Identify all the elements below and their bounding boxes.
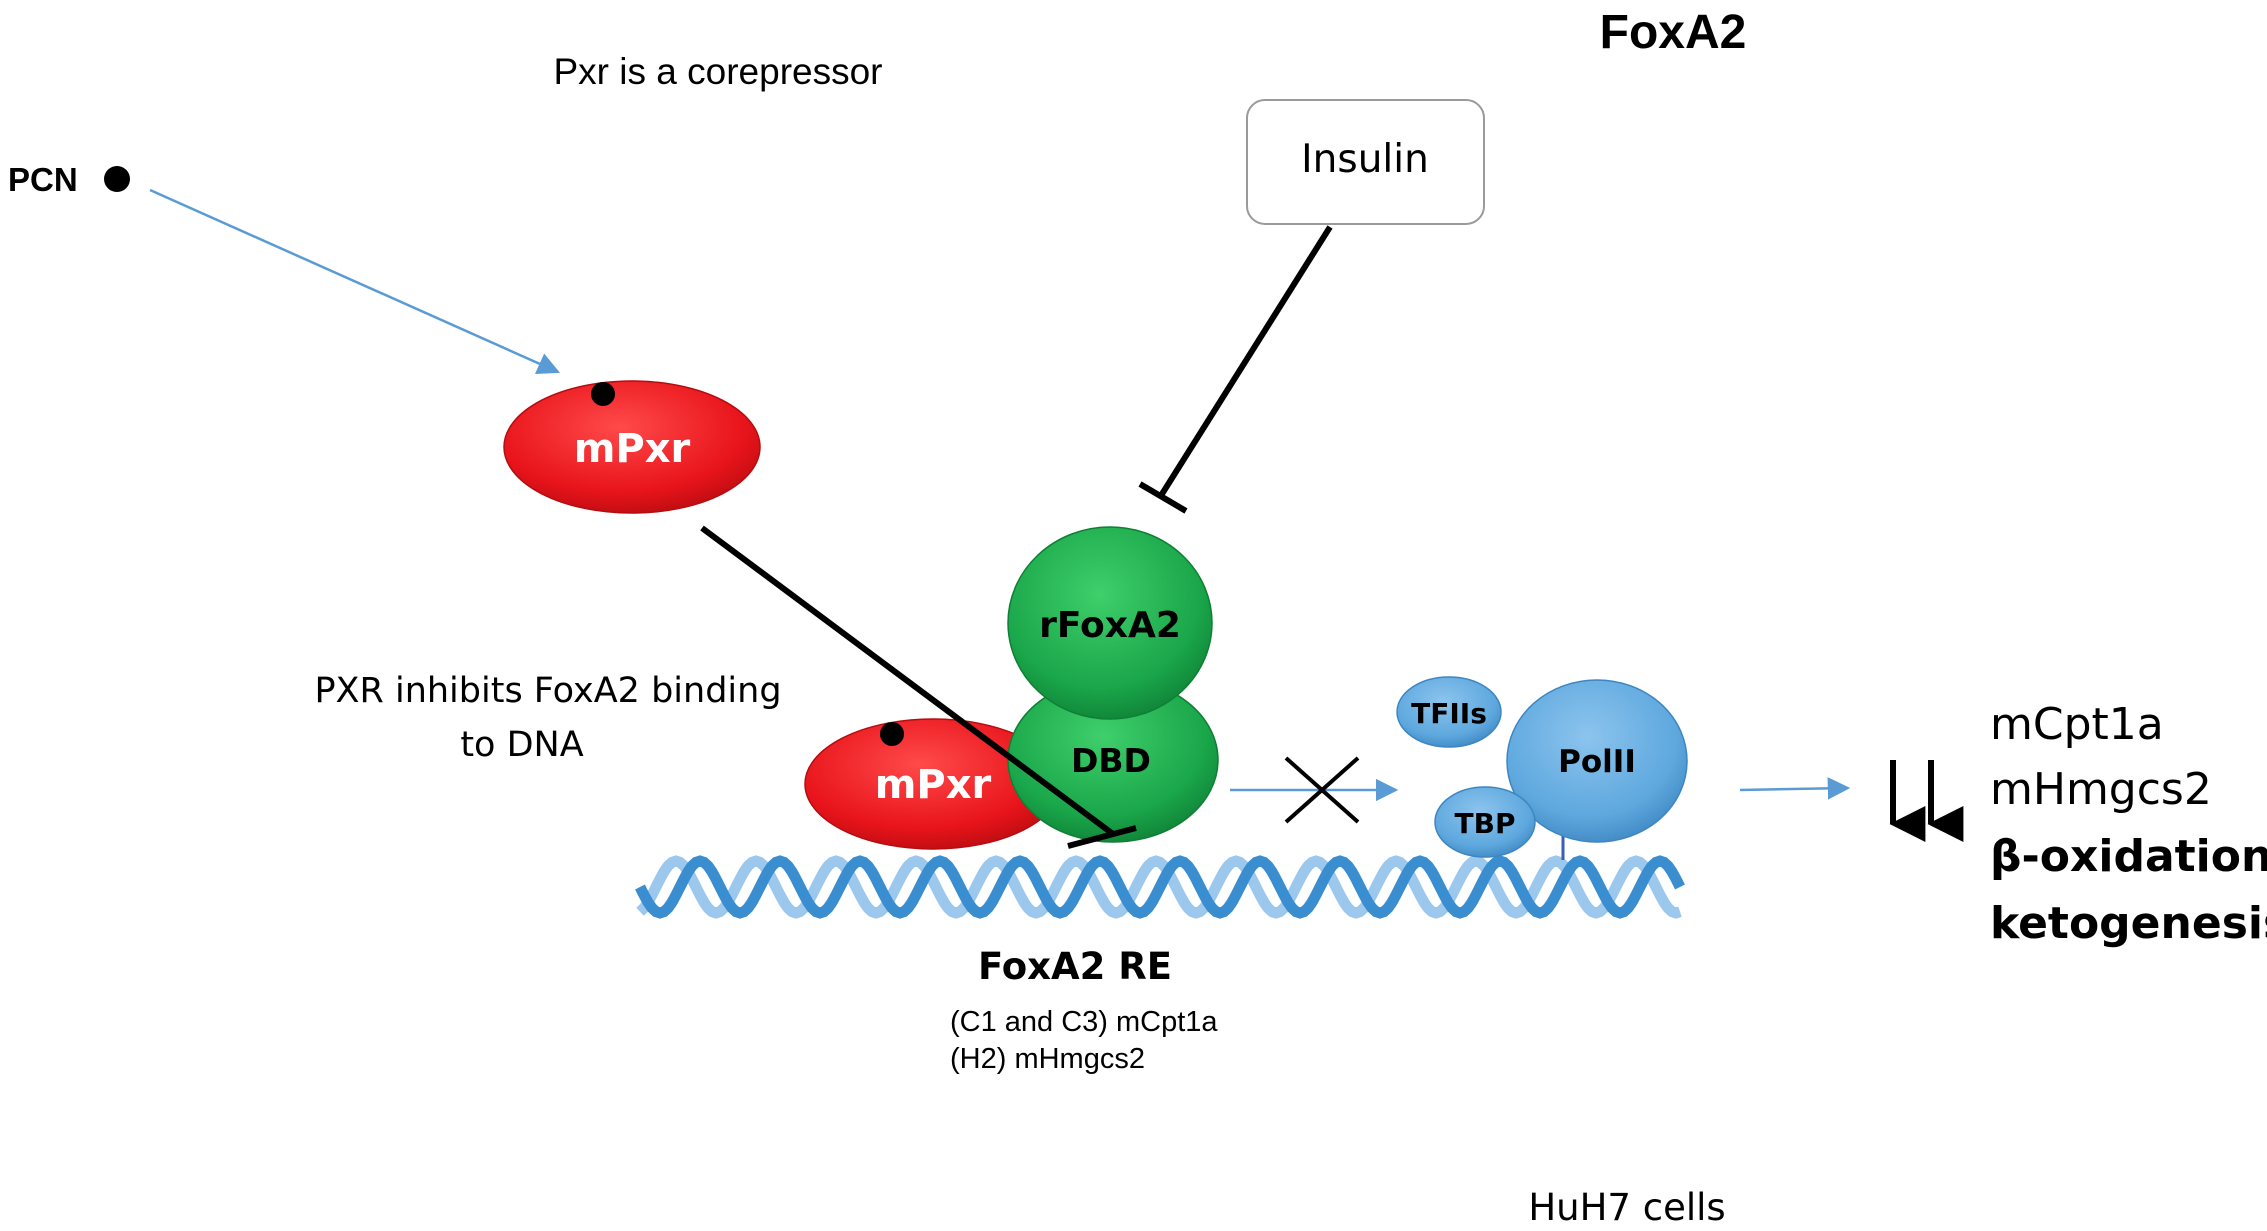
tbp-ellipse [1434,786,1536,858]
mpxr-free-label: mPxr [574,426,691,472]
outcome-mhmgcs2: mHmgcs2 [1990,764,2212,815]
block-x-icon-stroke2 [1284,756,1360,824]
response-element-line1: (C1 and C3) mCpt1a [950,1006,1218,1038]
cell-line-label: HuH7 cells [1528,1186,1725,1229]
dbd-label: DBD [1071,741,1151,780]
polii-ellipse [1506,679,1688,843]
insulin-inhibition-bar [1138,481,1188,514]
outcome-beta-oxidation: β-oxidation [1990,831,2267,882]
tfiis-ellipse [1396,676,1502,748]
tbp-label: TBP [1455,807,1516,840]
outcome-ketogenesis: ketogenesis [1990,898,2267,949]
mpxr-bound-ligand-dot [880,722,904,746]
inhibition-note-line1: PXR inhibits FoxA2 binding [314,671,781,711]
output-arrow [1739,777,1851,800]
diagram-subtitle: Pxr is a corepressor [554,51,883,92]
pcn-ligand-dot [104,166,130,192]
tfiis-label: TFIIs [1411,697,1487,730]
insulin-inhibition-line [1159,225,1333,496]
rfoxa2-label: rFoxA2 [1039,605,1181,646]
mpxr-bound-label: mPxr [875,762,992,808]
response-element-title: FoxA2 RE [978,945,1172,988]
dna-strand-front [635,855,1685,919]
polii-label: PolII [1558,744,1636,780]
diagram-title: FoxA2 [1600,6,1747,59]
inhibition-note-line2: to DNA [460,725,583,765]
response-element-line2: (H2) mHmgcs2 [950,1043,1145,1075]
pcn-label: PCN [8,161,78,198]
outcome-mcpt1a: mCpt1a [1990,699,2164,750]
pcn-activation-arrow [149,188,561,375]
dna-helix [635,855,1685,919]
mpxr-free-ligand-dot [591,382,615,406]
mpxr-inhibition-bar [1067,825,1137,849]
insulin-label: Insulin [1301,137,1429,182]
dna-strand-back [636,855,1682,919]
rfoxa2-ellipse [1007,526,1213,720]
mpxr-free-ellipse [503,380,761,514]
mpxr-inhibition-line [700,525,1115,837]
insulin-box [1246,99,1485,225]
